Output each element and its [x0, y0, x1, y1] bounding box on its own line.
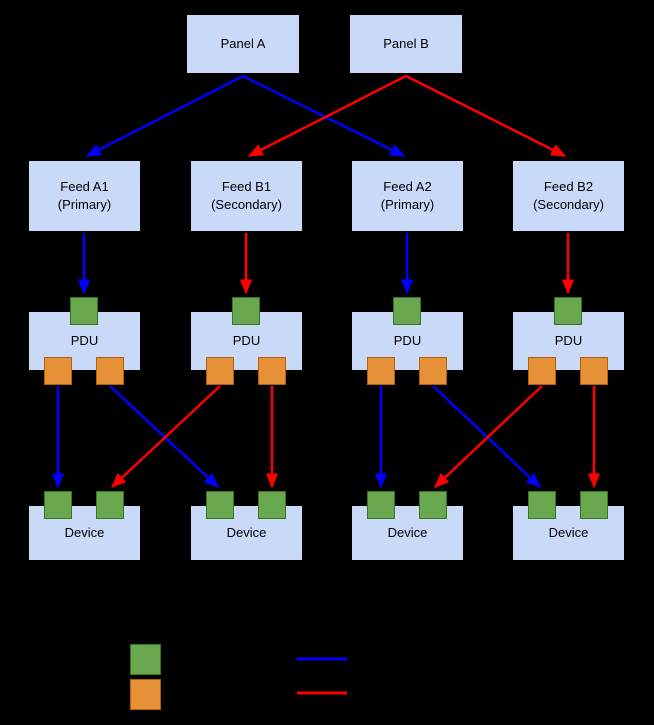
device-3-input-port-right: [419, 491, 447, 519]
feed-a2-label: Feed A2 (Primary): [381, 178, 434, 214]
pdu-2-output-port-right: [258, 357, 286, 385]
feed-a1-box: Feed A1 (Primary): [28, 160, 141, 232]
secondary-path-arrows: [111, 74, 601, 489]
device-2-input-port-left: [206, 491, 234, 519]
pdu-2-output-port-left: [206, 357, 234, 385]
device-4-input-port-right: [580, 491, 608, 519]
pdu-3-input-port: [393, 297, 421, 325]
panel-b-box: Panel B: [349, 14, 463, 74]
feed-b1-box: Feed B1 (Secondary): [190, 160, 303, 232]
feed-a1-name: Feed A1: [60, 178, 109, 194]
pdu-3-output-port-right: [419, 357, 447, 385]
feed-b2-name: Feed B2: [543, 178, 594, 194]
pdu-4-input-port: [554, 297, 582, 325]
device-3-label: Device: [387, 524, 428, 540]
device-2-input-port-right: [258, 491, 286, 519]
feed-b1-name: Feed B1: [221, 178, 272, 194]
feed-b2-label: Feed B2 (Secondary): [533, 178, 604, 214]
feed-a1-label: Feed A1 (Primary): [58, 178, 111, 214]
primary-path-arrows: [51, 74, 541, 489]
feed-a2-name: Feed A2: [383, 178, 432, 194]
pdu-4-output-port-left: [528, 357, 556, 385]
feed-a2-box: Feed A2 (Primary): [351, 160, 464, 232]
pdu-1-input-port: [70, 297, 98, 325]
device-1-input-port-right: [96, 491, 124, 519]
pdu-1-output-port-left: [44, 357, 72, 385]
device-3-input-port-left: [367, 491, 395, 519]
pdu-3-label: PDU: [393, 332, 422, 348]
panel-a-label: Panel A: [220, 35, 266, 51]
panel-b-label: Panel B: [383, 35, 429, 51]
feed-b2-box: Feed B2 (Secondary): [512, 160, 625, 232]
legend-orange-output-port-swatch: [130, 679, 161, 710]
feed-b1-role: (Secondary): [211, 197, 282, 212]
pdu-1-label: PDU: [70, 332, 99, 348]
pdu-4-output-port-right: [580, 357, 608, 385]
device-1-input-port-left: [44, 491, 72, 519]
pdu-3-output-port-left: [367, 357, 395, 385]
panel-a-box: Panel A: [186, 14, 300, 74]
device-1-label: Device: [64, 524, 105, 540]
device-4-label: Device: [548, 524, 589, 540]
legend-green-input-port-swatch: [130, 644, 161, 675]
device-2-label: Device: [226, 524, 267, 540]
feed-b2-role: (Secondary): [533, 197, 604, 212]
pdu-4-label: PDU: [554, 332, 583, 348]
feed-a1-role: (Primary): [57, 197, 112, 212]
pdu-2-label: PDU: [232, 332, 261, 348]
pdu-1-output-port-right: [96, 357, 124, 385]
feed-b1-label: Feed B1 (Secondary): [211, 178, 282, 214]
device-4-input-port-left: [528, 491, 556, 519]
pdu-2-input-port: [232, 297, 260, 325]
feed-a2-role: (Primary): [380, 197, 435, 212]
